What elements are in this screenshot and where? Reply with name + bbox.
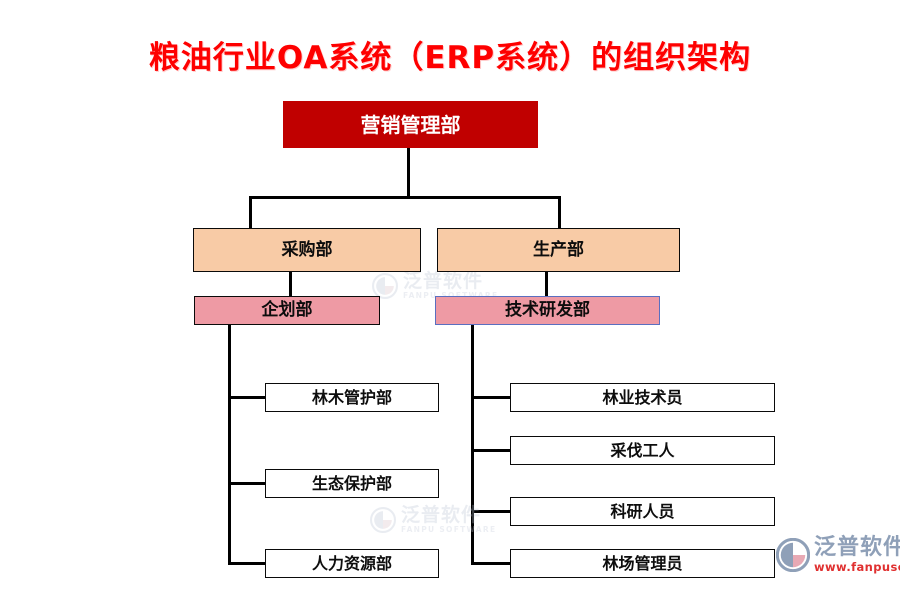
connector-production-to-rnd bbox=[545, 271, 548, 297]
connector-left-spine bbox=[228, 325, 231, 565]
node-label: 科研人员 bbox=[610, 501, 675, 521]
node-label: 林木管护部 bbox=[311, 387, 392, 407]
node-research-staff[interactable]: 科研人员 bbox=[510, 497, 775, 526]
node-human-resources-department[interactable]: 人力资源部 bbox=[265, 549, 439, 578]
node-label: 企划部 bbox=[261, 300, 313, 320]
node-label: 营销管理部 bbox=[360, 112, 461, 137]
connector-level2-bus bbox=[249, 196, 561, 199]
logo-website-url: www.fanpusoft.com bbox=[814, 559, 900, 574]
connector-bus-to-purchasing bbox=[249, 196, 252, 229]
page-title: 粮油行业OA系统（ERP系统）的组织架构 bbox=[148, 40, 752, 76]
node-label: 技术研发部 bbox=[505, 300, 590, 320]
connector-bus-to-production bbox=[558, 196, 561, 229]
fanpu-software-logo: 泛普软件 www.fanpusoft.com bbox=[776, 535, 900, 574]
connector-right-stub-4 bbox=[471, 562, 511, 565]
node-purchasing-department[interactable]: 采购部 bbox=[193, 228, 421, 272]
node-root-marketing-management[interactable]: 营销管理部 bbox=[283, 101, 538, 148]
node-planning-department[interactable]: 企划部 bbox=[194, 296, 380, 325]
connector-left-stub-2 bbox=[228, 482, 266, 485]
connector-purchasing-to-planning bbox=[289, 271, 292, 297]
node-label: 林业技术员 bbox=[602, 387, 683, 407]
node-forest-maintenance-department[interactable]: 林木管护部 bbox=[265, 383, 439, 412]
connector-right-spine bbox=[471, 325, 474, 565]
connector-root-drop bbox=[407, 147, 410, 198]
node-label: 采购部 bbox=[281, 239, 333, 260]
connector-right-stub-2 bbox=[471, 449, 511, 452]
node-rnd-department[interactable]: 技术研发部 bbox=[435, 296, 660, 325]
connector-left-stub-3 bbox=[228, 562, 266, 565]
watermark-label: 泛普软件 bbox=[401, 504, 482, 526]
fanpu-logo-icon bbox=[370, 507, 396, 534]
connector-right-stub-3 bbox=[471, 510, 511, 513]
node-label: 人力资源部 bbox=[311, 553, 392, 573]
watermark-label: 泛普软件 bbox=[403, 270, 484, 292]
connector-left-stub-1 bbox=[228, 396, 266, 399]
logo-brand-name: 泛普软件 bbox=[814, 535, 900, 560]
node-forest-farm-manager[interactable]: 林场管理员 bbox=[510, 549, 775, 578]
node-production-department[interactable]: 生产部 bbox=[437, 228, 680, 272]
node-label: 生态保护部 bbox=[311, 473, 392, 493]
watermark-sublabel: FANPU SOFTWARE bbox=[401, 524, 497, 534]
fanpu-logo-icon bbox=[776, 538, 810, 572]
node-forestry-technician[interactable]: 林业技术员 bbox=[510, 383, 775, 412]
node-logging-worker[interactable]: 采伐工人 bbox=[510, 436, 775, 465]
connector-right-stub-1 bbox=[471, 396, 511, 399]
node-label: 生产部 bbox=[533, 239, 584, 260]
node-label: 林场管理员 bbox=[602, 553, 683, 573]
node-ecology-protection-department[interactable]: 生态保护部 bbox=[265, 469, 439, 498]
node-label: 采伐工人 bbox=[610, 440, 675, 460]
